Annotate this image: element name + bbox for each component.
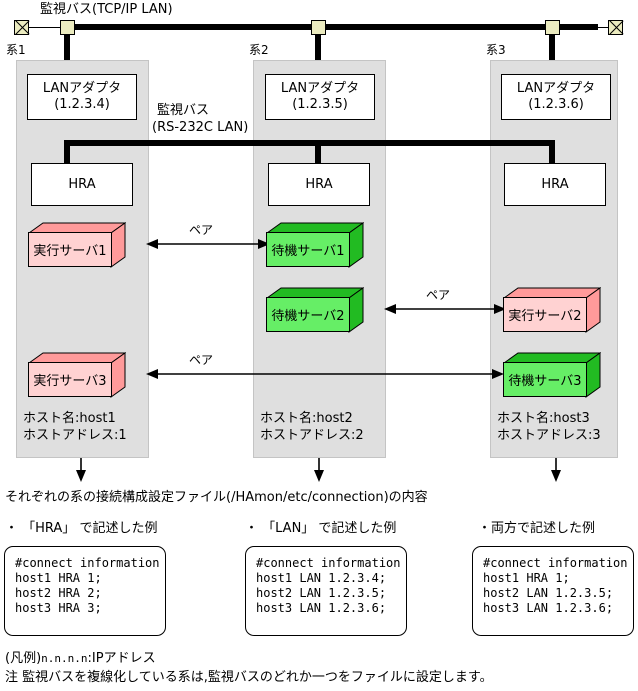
bus-node-sys1 <box>60 20 75 35</box>
hra-box-3: HRA <box>504 163 606 206</box>
server-label-standby-3: 待機サーバ3 <box>503 362 587 397</box>
server-box-active-1: 実行サーバ1 <box>28 222 126 268</box>
example-title-3: ・両方で記述した例 <box>478 521 596 536</box>
config-box-2: #connect information host1 LAN 1.2.3.4; … <box>245 546 407 636</box>
host-info-3: ホスト名:host3 ホストアドレス:3 <box>497 410 601 444</box>
server-box-standby-2: 待機サーバ2 <box>266 287 364 333</box>
bottom-caption: それぞれの系の接続構成設定ファイル(/HAmon/etc/connection)… <box>5 490 428 505</box>
server-label-standby-1: 待機サーバ1 <box>266 232 350 267</box>
lan-adapter-address-1: (1.2.3.4) <box>54 97 110 112</box>
config-line: host3 LAN 1.2.3.6; <box>483 601 614 615</box>
lan-adapter-label-2: LANアダプタ <box>280 81 360 96</box>
server-label-active-3: 実行サーバ3 <box>28 362 112 397</box>
system-label-1: 系1 <box>6 43 26 57</box>
tcpip-bus-line <box>60 24 598 30</box>
config-line: host2 LAN 1.2.3.5; <box>483 586 614 600</box>
rs232c-drop-sys2 <box>315 140 321 164</box>
config-box-1: #connect information host1 HRA 1; host2 … <box>4 546 166 636</box>
server-box-standby-1: 待機サーバ1 <box>266 222 364 268</box>
server-label-standby-2: 待機サーバ2 <box>266 297 350 332</box>
server-label-active-1: 実行サーバ1 <box>28 232 112 267</box>
inner-bus-label-line1: 監視バス <box>157 103 210 118</box>
hra-box-2: HRA <box>268 163 370 206</box>
bus-stub-left <box>29 27 60 28</box>
hra-label-1: HRA <box>68 176 96 192</box>
bus-drop-sys3 <box>549 34 555 64</box>
config-line: #connect information <box>15 556 160 570</box>
host-info-2: ホスト名:host2 ホストアドレス:2 <box>260 410 364 444</box>
config-line: host1 LAN 1.2.3.4; <box>256 571 387 585</box>
legend-prefix: (凡例) <box>5 651 42 666</box>
legend-suffix: :IPアドレス <box>87 651 156 666</box>
lan-adapter-label-3: LANアダプタ <box>516 81 596 96</box>
pair-label-1: ペア <box>189 223 214 237</box>
server-box-active-3: 実行サーバ3 <box>28 352 126 398</box>
note-line: 注 監視バスを複線化している系は,監視バスのどれか一つをファイルに設定します。 <box>5 670 493 685</box>
rs232c-bus-line <box>64 140 555 146</box>
bus-node-sys3 <box>545 20 560 35</box>
down-arrow-2 <box>311 458 327 486</box>
rs232c-drop-sys3 <box>549 140 555 164</box>
rs232c-drop-sys1 <box>64 140 70 164</box>
bus-drop-sys1 <box>64 34 70 64</box>
host-address-1: ホストアドレス:1 <box>23 428 127 443</box>
example-title-2: ・ 「LAN」 で記述した例 <box>245 521 397 536</box>
hra-label-3: HRA <box>541 176 569 192</box>
host-address-3: ホストアドレス:3 <box>497 428 601 443</box>
down-arrow-1 <box>73 458 89 486</box>
example-title-1: ・ 「HRA」 で記述した例 <box>5 521 158 536</box>
config-line: host3 HRA 3; <box>15 601 102 615</box>
pair-arrow-2 <box>384 297 506 325</box>
bus-terminator-right-icon <box>608 20 624 35</box>
lan-adapter-box-2: LANアダプタ (1.2.3.5) <box>265 74 375 120</box>
config-line: #connect information <box>483 556 628 570</box>
config-line: host2 LAN 1.2.3.5; <box>256 586 387 600</box>
server-label-active-2: 実行サーバ2 <box>503 297 587 332</box>
lan-adapter-box-1: LANアダプタ (1.2.3.4) <box>27 74 137 120</box>
legend-ip-pattern: n.n.n.n <box>41 652 88 665</box>
host-name-2: ホスト名:host2 <box>260 411 353 426</box>
lan-adapter-address-2: (1.2.3.5) <box>292 97 348 112</box>
server-box-active-2: 実行サーバ2 <box>503 287 601 333</box>
bus-stub-right <box>560 27 610 28</box>
config-line: #connect information <box>256 556 401 570</box>
config-line: host3 LAN 1.2.3.6; <box>256 601 387 615</box>
config-line: host1 HRA 1; <box>15 571 102 585</box>
inner-bus-label-line2: (RS-232C LAN) <box>152 120 249 135</box>
top-bus-label: 監視バス(TCP/IP LAN) <box>40 2 173 17</box>
config-box-3: #connect information host1 HRA 1; host2 … <box>472 546 634 636</box>
host-name-3: ホスト名:host3 <box>497 411 590 426</box>
pair-label-2: ペア <box>426 288 451 302</box>
system-label-2: 系2 <box>249 43 269 57</box>
lan-adapter-address-3: (1.2.3.6) <box>528 97 584 112</box>
lan-adapter-box-3: LANアダプタ (1.2.3.6) <box>501 74 611 120</box>
server-box-standby-3: 待機サーバ3 <box>503 352 601 398</box>
bus-drop-sys2 <box>315 34 321 64</box>
config-line: host2 HRA 2; <box>15 586 102 600</box>
pair-label-3: ペア <box>189 353 214 367</box>
system-label-3: 系3 <box>486 43 506 57</box>
lan-adapter-label-1: LANアダプタ <box>42 81 122 96</box>
bus-terminator-left-icon <box>14 20 30 35</box>
hra-label-2: HRA <box>305 176 333 192</box>
config-line: host1 HRA 1; <box>483 571 570 585</box>
host-info-1: ホスト名:host1 ホストアドレス:1 <box>23 410 127 444</box>
down-arrow-3 <box>548 458 564 486</box>
pair-arrow-3 <box>146 362 504 390</box>
legend-line: (凡例)n.n.n.n:IPアドレス <box>5 650 156 668</box>
hra-box-1: HRA <box>31 163 133 206</box>
host-address-2: ホストアドレス:2 <box>260 428 364 443</box>
pair-arrow-1 <box>146 232 270 260</box>
host-name-1: ホスト名:host1 <box>23 411 116 426</box>
bus-node-sys2 <box>311 20 326 35</box>
